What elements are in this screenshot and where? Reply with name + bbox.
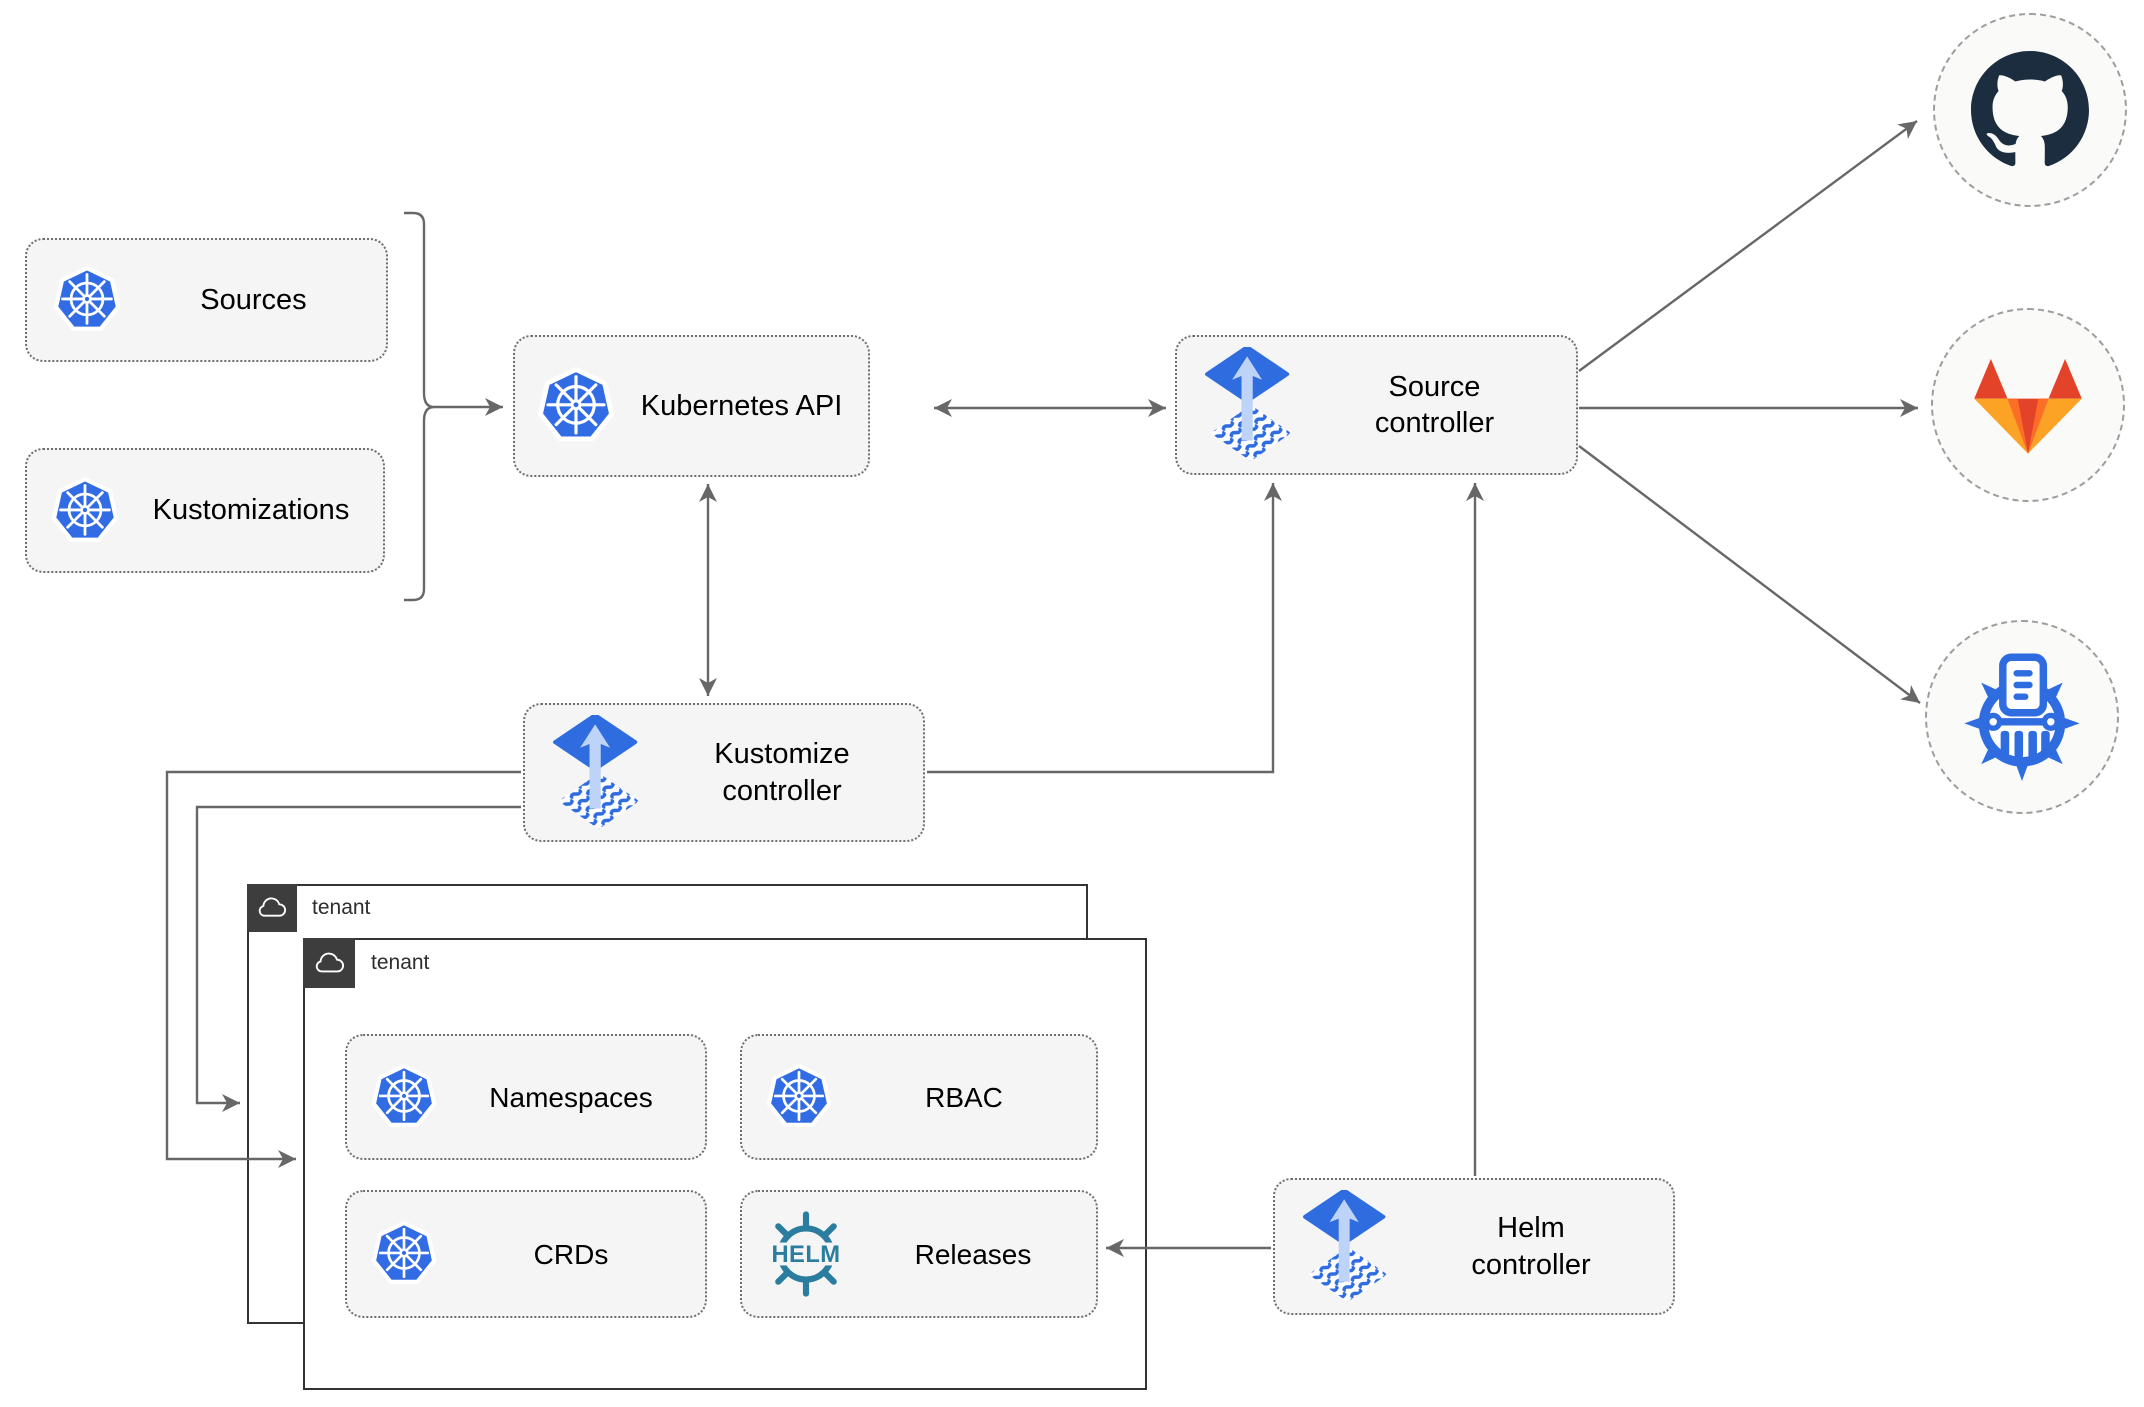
harbor-registry-badge — [1925, 620, 2119, 814]
tenant-outer-label: tenant — [312, 896, 371, 919]
group-bracket — [404, 211, 435, 602]
rbac-node: RBAC — [740, 1034, 1098, 1160]
gitlab-icon — [1964, 351, 2092, 459]
kubernetes-icon — [537, 367, 615, 445]
kustomizations-node: Kustomizations — [25, 448, 385, 573]
tenant-inner-tab — [303, 938, 355, 988]
cloud-icon — [312, 949, 347, 978]
github-badge — [1933, 13, 2127, 207]
edge-source-to-github — [1578, 120, 1918, 372]
tenant-box-inner — [303, 938, 1147, 1390]
helm-icon: HELM — [762, 1210, 850, 1298]
tenant-outer-tab — [247, 884, 297, 932]
releases-label: Releases — [914, 1238, 1032, 1270]
flux-icon — [553, 714, 641, 831]
cloud-icon — [255, 894, 289, 922]
source-controller-label: Source controller — [1374, 370, 1495, 439]
kubernetes-icon — [766, 1064, 832, 1130]
helm-logo-text: HELM — [771, 1241, 840, 1268]
sources-label: Sources — [200, 283, 307, 316]
kustomizations-label: Kustomizations — [152, 494, 350, 527]
kubernetes-icon — [53, 266, 121, 334]
sources-node: Sources — [25, 238, 388, 362]
harbor-registry-icon — [1958, 653, 2086, 781]
releases-node: HELM Releases — [740, 1190, 1098, 1318]
flux-icon — [1303, 1189, 1389, 1304]
kubernetes-api-node: Kubernetes API — [513, 335, 870, 477]
namespaces-label: Namespaces — [489, 1081, 653, 1113]
crds-label: CRDs — [533, 1238, 609, 1270]
kubernetes-api-label: Kubernetes API — [640, 389, 843, 422]
tenant-inner-label: tenant — [371, 951, 430, 974]
kubernetes-icon — [51, 476, 119, 545]
source-controller-node: Source controller — [1175, 335, 1578, 475]
gitlab-badge — [1931, 308, 2125, 502]
github-icon — [1971, 51, 2089, 169]
flux-icon — [1205, 347, 1293, 463]
kustomize-controller-node: Kustomize controller — [523, 703, 925, 842]
helm-controller-node: Helm controller — [1273, 1178, 1675, 1315]
kubernetes-icon — [371, 1221, 437, 1287]
rbac-label: RBAC — [925, 1081, 1003, 1113]
namespaces-node: Namespaces — [345, 1034, 707, 1160]
edge-source-to-harbor — [1578, 445, 1921, 704]
kubernetes-icon — [371, 1064, 437, 1130]
crds-node: CRDs — [345, 1190, 707, 1318]
edge-kustomize-to-source-controller — [927, 483, 1282, 774]
kustomize-controller-label: Kustomize controller — [714, 738, 850, 807]
helm-controller-label: Helm controller — [1471, 1212, 1591, 1281]
